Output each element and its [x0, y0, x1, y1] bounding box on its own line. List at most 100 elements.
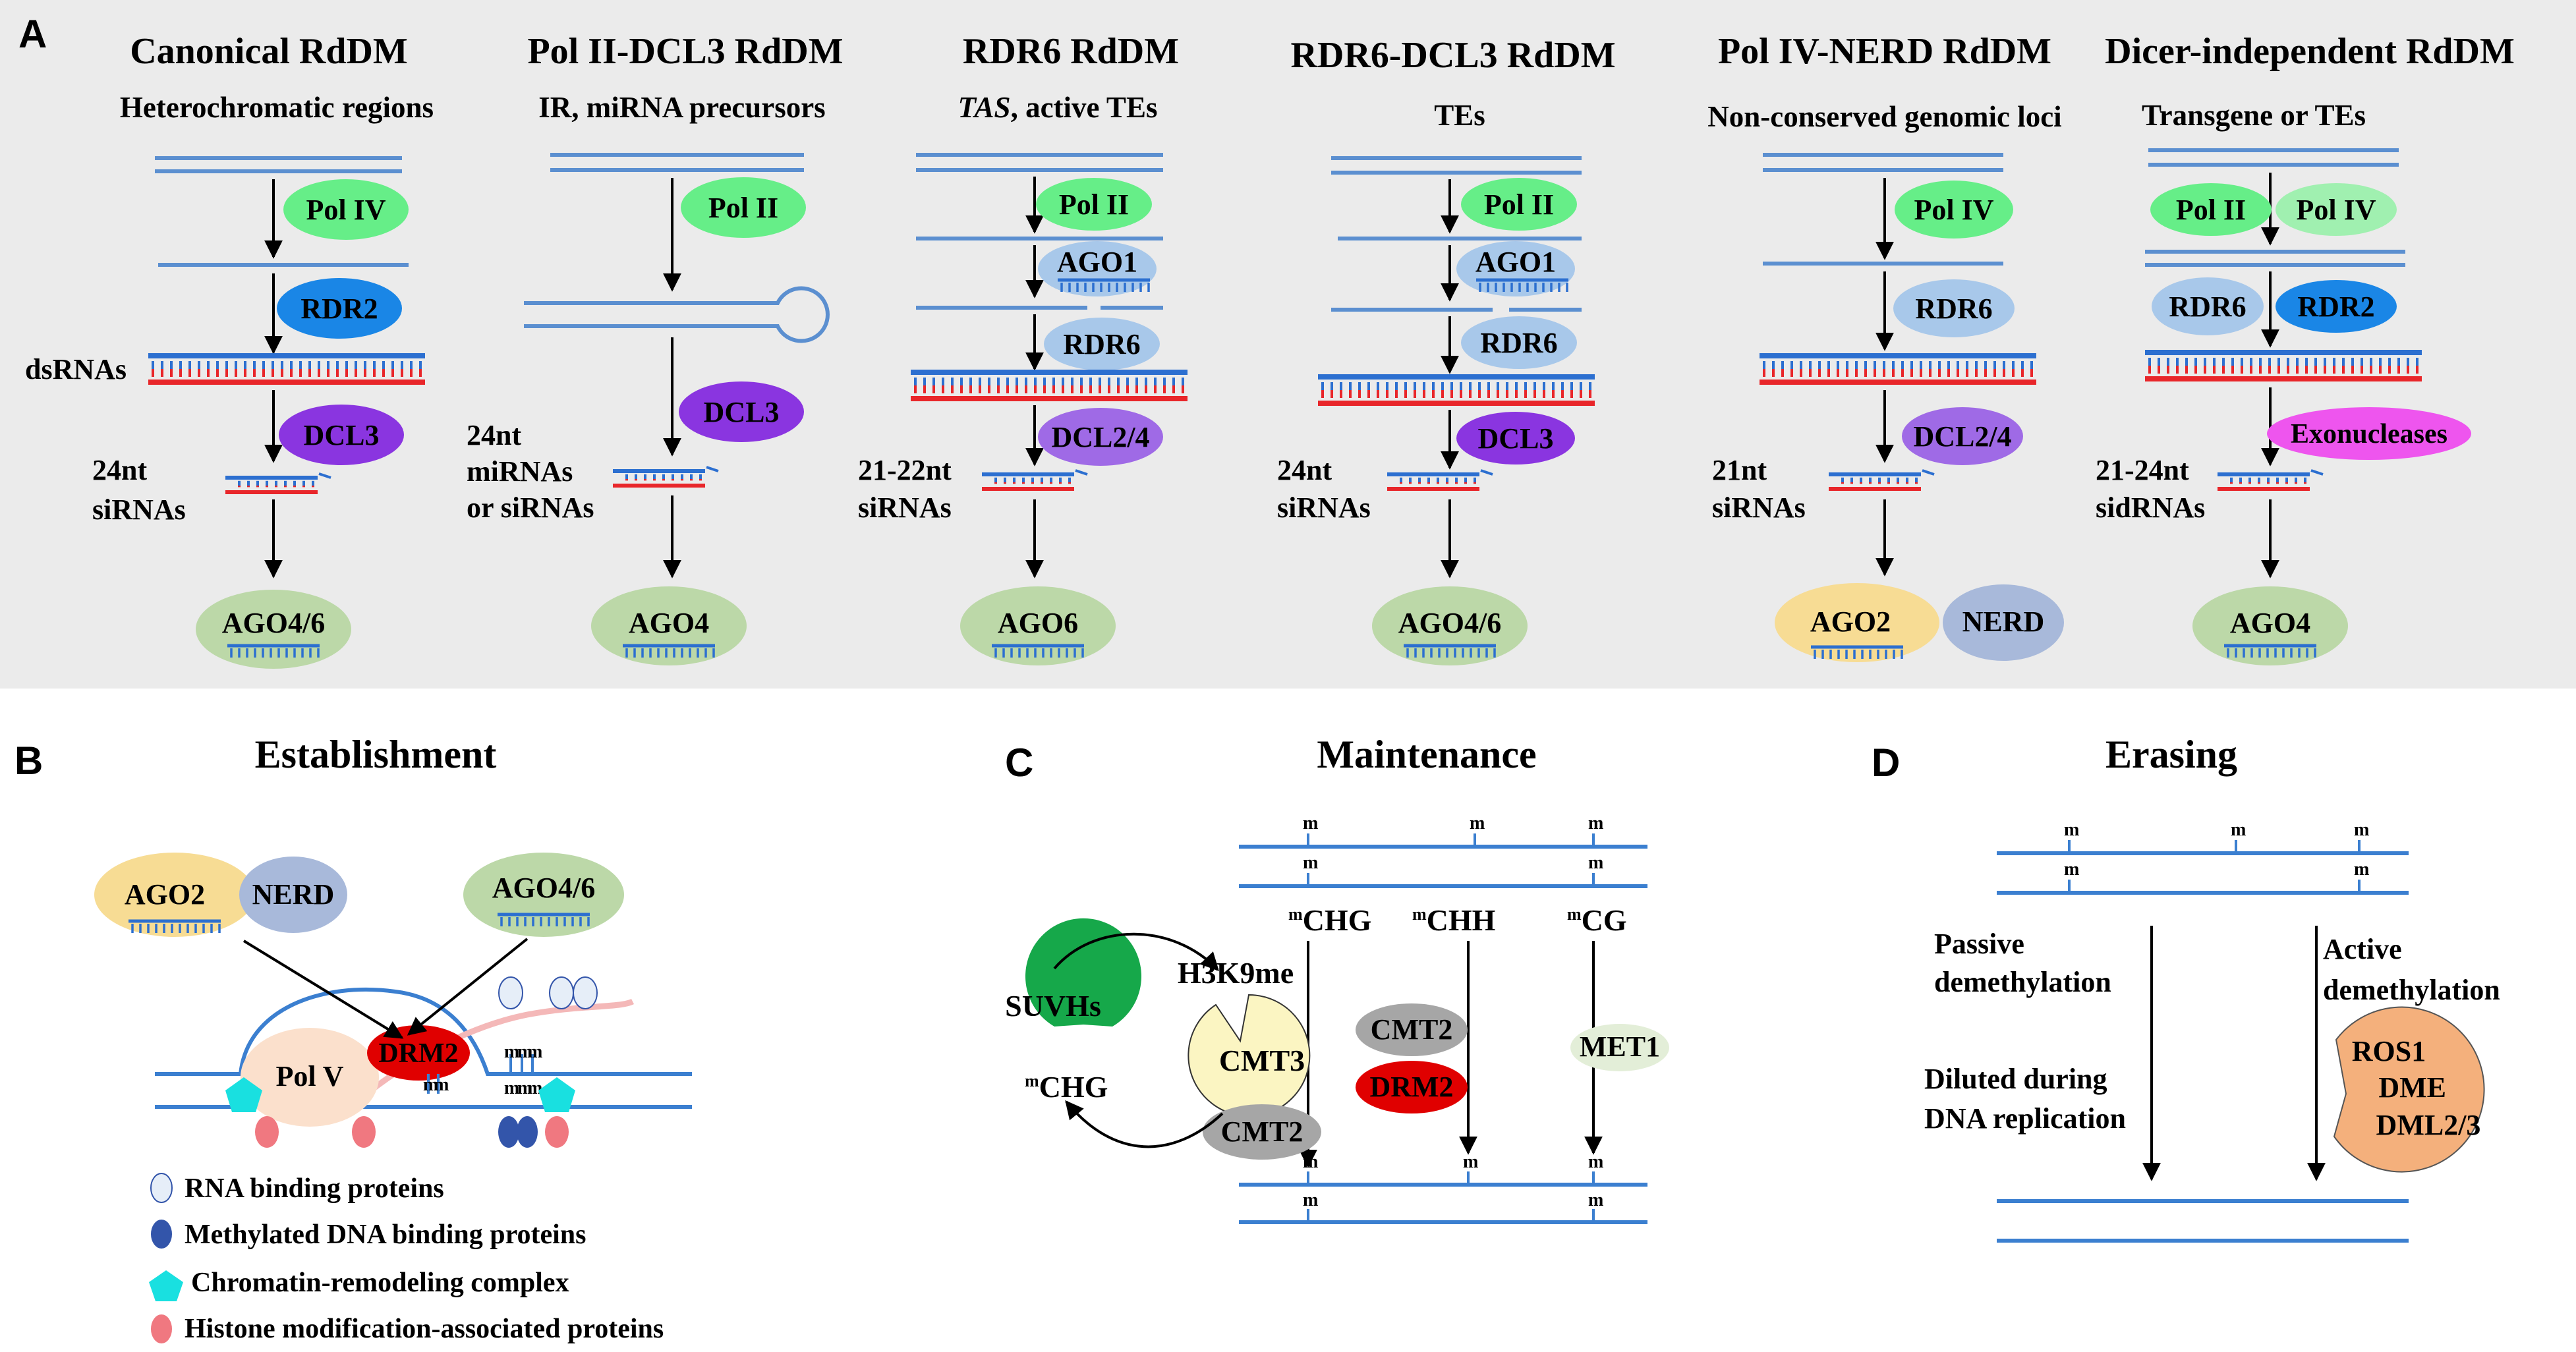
col6-dsrna — [2145, 352, 2422, 379]
c-drm2 — [1356, 1061, 1468, 1113]
b-m-7: m — [517, 1078, 532, 1098]
b-nerd — [239, 857, 347, 933]
col5-ago-rna — [1811, 647, 1903, 659]
col5-pol-iv — [1895, 181, 2013, 239]
col6-ago4-label: AGO4 — [2230, 607, 2310, 639]
b-ago2-rna — [129, 921, 221, 933]
panel-b-title: Establishment — [255, 733, 497, 776]
col-pol2-dcl3-rddm: Pol II-DCL3 RdDM IR, miRNA precursors Po… — [467, 31, 844, 665]
col4-dcl3 — [1456, 412, 1575, 465]
col1-subtitle: Heterochromatic regions — [120, 91, 434, 124]
col5-nerd — [1943, 584, 2064, 661]
c-ctx-cg-label: CG — [1582, 903, 1627, 937]
panel-d-erasing: D Erasing m m m m m Passive demethylatio… — [1872, 733, 2500, 1243]
col5-subtitle: Non-conserved genomic loci — [1707, 100, 2061, 133]
col1-pol-iv — [283, 179, 409, 240]
panel-d-label: D — [1872, 741, 1900, 785]
d-enzyme-1: ROS1 — [2352, 1035, 2426, 1067]
b-remodeling-2 — [538, 1077, 575, 1112]
b-ago2-label: AGO2 — [125, 878, 205, 911]
col2-title: Pol II-DCL3 RdDM — [527, 31, 843, 72]
b-rna-binding-3 — [573, 976, 598, 1009]
b-arrow-ago2 — [243, 940, 404, 1039]
col6-subtitle: Transgene or TEs — [2142, 99, 2366, 132]
b-m-2: m — [434, 1075, 449, 1095]
col3-subtitle-rest: , active TEs — [1011, 91, 1158, 124]
col2-pol-ii-label: Pol II — [708, 192, 778, 224]
col-rdr6-dcl3-rddm: RDR6-DCL3 RdDM TEs Pol II AGO1 RDR6 DCL3… — [1277, 35, 1616, 665]
b-pol-v — [241, 1028, 379, 1127]
col3-rdr6-label: RDR6 — [1063, 328, 1140, 360]
col1-ago46-label: AGO4/6 — [222, 607, 325, 639]
col5-rdr6-label: RDR6 — [1915, 293, 1992, 325]
b-methyl-marks: m m m m m m m m — [423, 1042, 542, 1098]
d-m-3: m — [2354, 820, 2369, 840]
col1-rdr2 — [277, 278, 402, 339]
legend-mdna-binding-label: Methylated DNA binding proteins — [185, 1220, 586, 1250]
col1-rdr2-label: RDR2 — [301, 293, 378, 325]
c-top-methyl-marks: m m m m m — [1303, 813, 1603, 886]
c-m-6: m — [1303, 1152, 1318, 1172]
col4-title: RDR6-DCL3 RdDM — [1290, 35, 1615, 76]
legend-histone-label: Histone modification-associated proteins — [185, 1314, 664, 1344]
b-rna-binding-1 — [498, 976, 523, 1009]
c-suvhs — [1025, 918, 1141, 1027]
col5-dcl24-label: DCL2/4 — [1913, 420, 2011, 453]
col3-ago1-label: AGO1 — [1057, 246, 1137, 278]
col6-title: Dicer-independent RdDM — [2105, 31, 2515, 72]
d-enzyme-2: DME — [2378, 1071, 2446, 1104]
panel-d-title: Erasing — [2105, 733, 2237, 776]
d-m-5: m — [2354, 859, 2369, 880]
legend-remodeling-label: Chromatin-remodeling complex — [191, 1268, 569, 1298]
c-bottom-methyl-marks: m m m m m — [1303, 1152, 1603, 1222]
b-arrow-ago46 — [407, 938, 529, 1036]
d-m-1: m — [2064, 820, 2079, 840]
b-histone-3 — [545, 1116, 569, 1148]
c-ctx-chh-m: m — [1412, 905, 1427, 924]
d-passive-1: Passive — [1934, 928, 2024, 960]
col3-subtitle: TAS, active TEs — [958, 91, 1158, 124]
col3-ago-rna — [992, 646, 1084, 658]
col3-rdr6 — [1044, 318, 1160, 370]
col1-dsrna — [148, 356, 425, 382]
col3-dcl24 — [1038, 408, 1163, 466]
col4-ago1-rna — [1476, 280, 1568, 292]
b-m-5: m — [527, 1042, 542, 1062]
col3-ago6-label: AGO6 — [998, 607, 1078, 639]
b-dna-top-strand — [155, 988, 692, 1076]
c-m-10: m — [1588, 1190, 1603, 1210]
legend-rna-binding-swatch — [150, 1173, 173, 1203]
c-m-9: m — [1303, 1190, 1318, 1210]
col6-exonucleases-label: Exonucleases — [2291, 419, 2447, 449]
col6-pol-ii — [2150, 183, 2272, 236]
d-active-1: Active — [2323, 933, 2402, 965]
c-cmt2-b-label: CMT2 — [1371, 1013, 1453, 1046]
panel-b-establishment: B Establishment Pol V DRM2 AGO2 NERD AGO… — [14, 733, 692, 1344]
col5-rdr6 — [1893, 279, 2015, 337]
d-active-2: demethylation — [2323, 974, 2500, 1006]
legend-rna-binding-label: RNA binding proteins — [185, 1173, 444, 1204]
col2-hairpin — [524, 286, 830, 343]
col4-rdr6-label: RDR6 — [1480, 327, 1557, 359]
col-canonical-rddm: Canonical RdDM Heterochromatic regions P… — [25, 31, 434, 669]
b-histone-1 — [255, 1116, 279, 1148]
d-diluted-2: DNA replication — [1924, 1102, 2126, 1135]
b-drm2 — [367, 1025, 470, 1081]
col4-ago1-label: AGO1 — [1475, 246, 1556, 278]
c-cmt2-a-label: CMT2 — [1221, 1115, 1303, 1148]
col6-exonucleases — [2267, 407, 2471, 460]
b-ago46-rna — [498, 915, 590, 926]
c-m-2: m — [1470, 813, 1485, 833]
c-cycle-arrow-bottom — [1065, 1100, 1224, 1148]
col5-pol-iv-label: Pol IV — [1914, 194, 1994, 226]
d-diluted-1: Diluted during — [1924, 1063, 2107, 1095]
col5-nerd-label: NERD — [1962, 606, 2045, 638]
col-pol4-nerd-rddm: Pol IV-NERD RdDM Non-conserved genomic l… — [1707, 31, 2064, 662]
col4-srna-label-2: siRNAs — [1277, 492, 1371, 524]
c-chg-text: CHG — [1039, 1070, 1108, 1104]
col3-ago1-rna — [1058, 280, 1150, 292]
c-m-3: m — [1588, 813, 1603, 833]
col-dicer-independent-rddm: Dicer-independent RdDM Transgene or TEs … — [2096, 31, 2515, 665]
col4-dcl3-label: DCL3 — [1478, 422, 1554, 455]
